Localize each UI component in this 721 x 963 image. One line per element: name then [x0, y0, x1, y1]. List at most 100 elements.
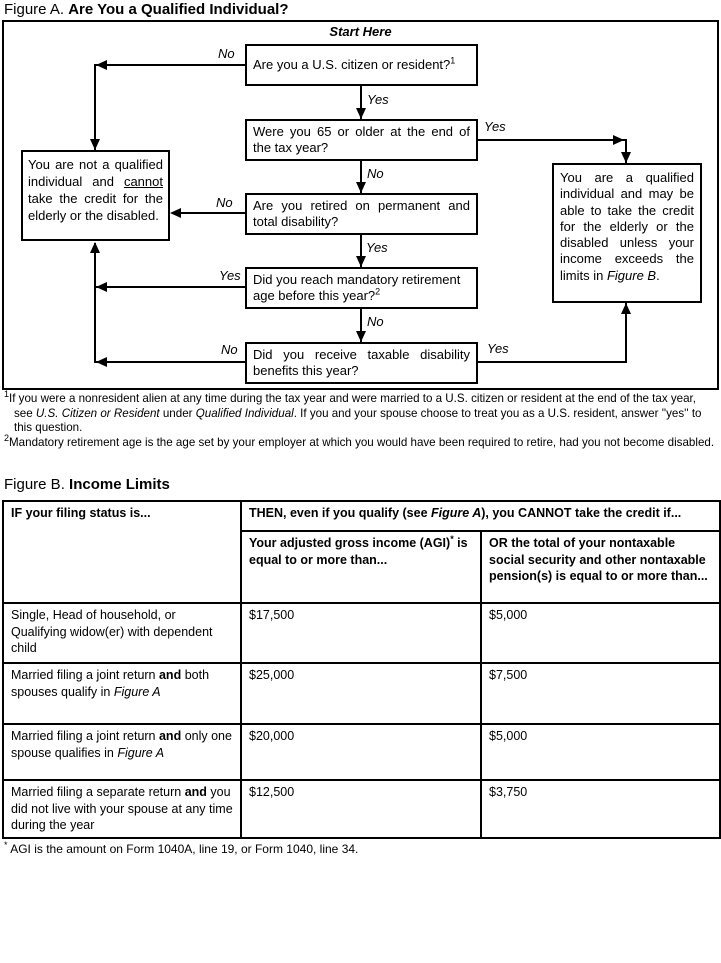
qualified-text-1: You are a qualified individual and may b…: [560, 170, 694, 283]
citizen-question-text: Are you a U.S. citizen or resident?: [253, 57, 451, 72]
cell-filing-status: Married filing a separate return and you…: [2, 779, 242, 839]
row-text: Married filing a joint return: [11, 668, 159, 682]
arrowhead-into-not-qualified-top: [90, 139, 100, 150]
cell-agi-limit: $17,500: [240, 602, 482, 664]
arrowhead-into-not-qualified-bottom: [90, 242, 100, 253]
edge-label-yes-citizen: Yes: [367, 92, 389, 107]
figure-a-title: Figure A. Are You a Qualified Individual…: [4, 1, 289, 18]
table-row-joint-both: Married filing a joint return and both s…: [2, 662, 721, 725]
income-limits-table: IF your filing status is... THEN, even i…: [2, 500, 721, 839]
connector-yes-citizen-v: [360, 86, 362, 119]
figure-b-title: Figure B. Income Limits: [4, 476, 170, 493]
figure-a-flowchart-frame: [2, 20, 719, 390]
row-text: Married filing a joint return: [11, 729, 159, 743]
row-text: Single, Head of household, or Qualifying…: [11, 608, 213, 655]
arrowhead-no-mandatory: [356, 331, 366, 342]
footnote-1-text-a: If you were a nonresident alien at any t…: [9, 392, 697, 420]
table-row-single: Single, Head of household, or Qualifying…: [2, 602, 721, 664]
header-filing-status-text: IF your filing status is...: [11, 506, 151, 520]
connector-yes-age65-v: [625, 139, 627, 163]
cell-pension-limit: $7,500: [479, 662, 721, 725]
header-filing-status: IF your filing status is...: [2, 500, 242, 604]
start-here-label: Start Here: [329, 24, 392, 39]
cell-filing-status: Married filing a joint return and both s…: [2, 662, 242, 725]
arrowhead-yes-mandatory: [96, 282, 107, 292]
connector-no-age65-v: [360, 161, 362, 193]
arrowhead-no-taxable: [96, 357, 107, 367]
figure-b-footnote-text: AGI is the amount on Form 1040A, line 19…: [7, 842, 359, 856]
retired-question-text: Are you retired on permanent and total d…: [253, 198, 470, 229]
row-bold: and: [158, 668, 182, 682]
footnote-1-text-c: . If you and your spouse choose to treat…: [14, 406, 702, 435]
cell-pension-limit: $3,750: [479, 779, 721, 839]
footnote-2-text: Mandatory retirement age is the age set …: [9, 435, 715, 449]
flowchart-box-age65: Were you 65 or older at the end of the t…: [245, 119, 478, 161]
cell-agi-limit: $20,000: [240, 723, 482, 781]
edge-label-yes-age65: Yes: [484, 119, 506, 134]
taxable-question-text: Did you receive taxable disability benef…: [253, 347, 470, 378]
edge-label-yes-mandatory: Yes: [219, 268, 241, 283]
footnote-1-italic-1: U.S. Citizen or Resident: [35, 406, 160, 420]
connector-no-citizen-h: [96, 64, 245, 66]
figure-a-title-text: Are You a Qualified Individual?: [68, 1, 289, 18]
table-row-separate: Married filing a separate return and you…: [2, 779, 721, 839]
table-row-joint-one: Married filing a joint return and only o…: [2, 723, 721, 781]
row-bold: and: [158, 729, 182, 743]
row-italic: Figure A: [113, 684, 161, 699]
cell-agi-limit: $12,500: [240, 779, 482, 839]
header-then: THEN, even if you qualify (see Figure A)…: [239, 500, 721, 532]
figure-b-footnote-marker: *: [4, 840, 8, 850]
flowchart-box-not-qualified: You are not a qualified individual and c…: [21, 150, 170, 241]
figure-b-title-text: Income Limits: [69, 476, 170, 493]
header-then-text-b: ), you CANNOT take the credit if...: [481, 506, 682, 520]
connector-no-taxable-h: [96, 361, 245, 363]
footnote-2: 2Mandatory retirement age is the age set…: [4, 433, 716, 451]
cell-filing-status: Single, Head of household, or Qualifying…: [2, 602, 242, 664]
connector-yes-mandatory-h: [96, 286, 245, 288]
qualified-italic: Figure B: [606, 267, 657, 283]
not-qualified-underlined: cannot: [123, 174, 163, 189]
row-text-2: only one spouse qualifies in: [11, 729, 232, 760]
edge-label-no-retired: No: [216, 195, 233, 210]
edge-label-yes-retired: Yes: [366, 240, 388, 255]
flowchart-box-retired: Are you retired on permanent and total d…: [245, 193, 478, 235]
not-qualified-text-2: take the credit for the elderly or the d…: [28, 191, 163, 223]
header-pension: OR the total of your nontaxable social s…: [479, 530, 721, 604]
row-text-2: both spouses qualify in: [11, 668, 210, 699]
header-agi-text-b: is equal to or more than...: [249, 536, 468, 567]
edge-label-no-taxable: No: [221, 342, 238, 357]
cell-pension-limit: $5,000: [479, 602, 721, 664]
edge-label-no-citizen: No: [218, 46, 235, 61]
connector-yes-taxable-v: [625, 303, 627, 363]
arrowhead-yes-retired: [356, 256, 366, 267]
row-italic: Figure A: [117, 745, 165, 760]
header-then-text-a: THEN, even if you qualify (see: [249, 506, 431, 520]
figure-a-title-prefix: Figure A.: [4, 1, 65, 18]
connector-yes-retired-v: [360, 235, 362, 267]
arrowhead-into-qualified-bottom: [621, 303, 631, 314]
flowchart-box-taxable-disability: Did you receive taxable disability benef…: [245, 342, 478, 384]
citizen-footnote-ref: 1: [450, 55, 456, 66]
arrowhead-no-age65: [356, 182, 366, 193]
qualified-text-2: .: [656, 267, 660, 283]
connector-yes-taxable-h: [478, 361, 627, 363]
arrowhead-no-retired: [170, 208, 181, 218]
flowchart-box-mandatory-age: Did you reach mandatory retirement age b…: [245, 267, 478, 309]
connector-no-citizen-v: [94, 64, 96, 150]
footnote-1-marker: 1: [4, 389, 10, 400]
flowchart-box-citizen: Are you a U.S. citizen or resident?1: [245, 44, 478, 86]
arrowhead-into-qualified-top: [621, 152, 631, 163]
cell-filing-status: Married filing a joint return and only o…: [2, 723, 242, 781]
arrowhead-yes-citizen: [356, 108, 366, 119]
connector-yes-age65-h: [478, 139, 627, 141]
edge-label-no-age65: No: [367, 166, 384, 181]
connector-up-to-not-qualified-v: [94, 243, 96, 363]
figure-b-table-wrap: IF your filing status is... THEN, even i…: [2, 500, 721, 839]
arrowhead-no-citizen: [96, 60, 107, 70]
arrowhead-yes-age65: [613, 135, 624, 145]
header-then-italic: Figure A: [431, 506, 482, 520]
footnote-1-italic-2: Qualified Individual: [195, 406, 294, 420]
not-qualified-text-1: You are not a qualified individual and: [28, 157, 163, 189]
edge-label-yes-taxable: Yes: [487, 341, 509, 356]
row-bold: and: [184, 785, 207, 799]
